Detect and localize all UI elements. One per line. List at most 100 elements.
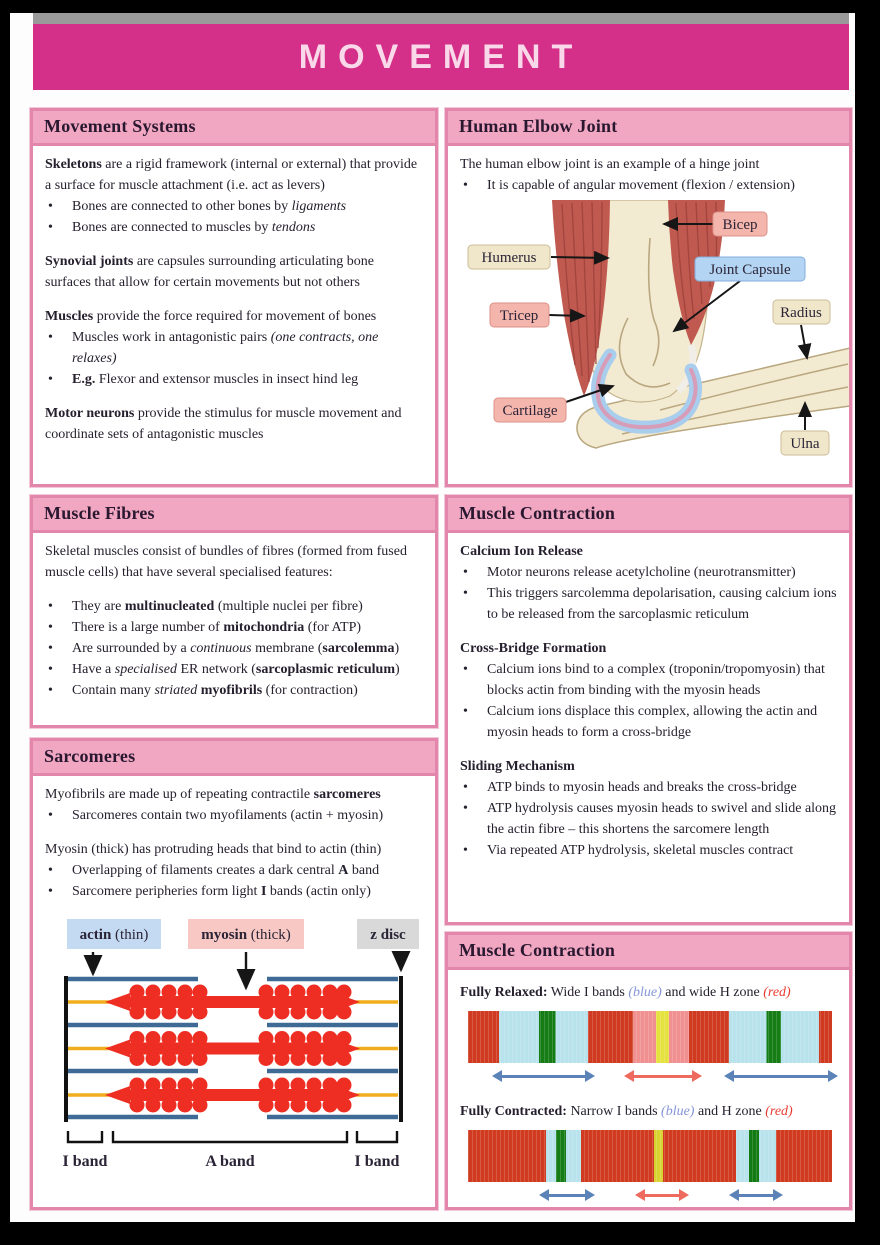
text-segment: Wide I bands [547, 985, 629, 1000]
label-cartilage: Cartilage [493, 397, 567, 423]
panel-header: Human Elbow Joint [448, 111, 849, 146]
sub-heading: Sliding Mechanism [460, 756, 837, 777]
label-humerus: Humerus [467, 244, 551, 270]
bullet-text: ATP hydrolysis causes myosin heads to sw… [487, 798, 837, 840]
bullet-text: Bones are connected to muscles by tendon… [72, 217, 423, 238]
text-segment: Sarcomere peripheries form light [72, 884, 261, 899]
text-segment: Are surrounded by a [72, 641, 191, 656]
bullet-icon: • [463, 565, 468, 580]
bullet-text: Muscles work in antagonistic pairs (one … [72, 327, 423, 369]
myosin-filament [66, 982, 400, 1022]
bullet-text: Bones are connected to other bones by li… [72, 196, 423, 217]
elbow-joint-diagram: Bicep Humerus Joint Capsule Tricep [467, 199, 849, 456]
bullet-text: Contain many striated myofibrils (for co… [72, 680, 423, 701]
bullet-icon: • [463, 704, 468, 719]
bullet-text: Calcium ions displace this complex, allo… [487, 701, 837, 743]
panel-muscle-contraction: Muscle Contraction Calcium Ion Release•M… [445, 495, 852, 925]
bullet-text: Sarcomeres contain two myofilaments (act… [72, 805, 423, 826]
text-segment: and H zone [694, 1104, 766, 1119]
sub-heading: Cross-Bridge Formation [460, 638, 837, 659]
bullet-text: This triggers sarcolemma depolarisation,… [487, 583, 837, 625]
bullet-icon: • [48, 683, 53, 698]
text-segment: This triggers sarcolemma depolarisation,… [487, 586, 837, 622]
text-segment: Bones are connected to muscles by [72, 220, 272, 235]
bullet-text: There is a large number of mitochondria … [72, 617, 423, 638]
elbow-intro-text: The human elbow joint is an example of a… [460, 154, 837, 196]
text-segment: Cross-Bridge Formation [460, 641, 607, 656]
label-joint-capsule: Joint Capsule [694, 256, 806, 282]
text-segment: (blue) [661, 1104, 695, 1119]
panel-title: Movement Systems [44, 116, 196, 136]
text-segment: Via repeated ATP hydrolysis, skeletal mu… [487, 843, 794, 858]
bullet-text: Have a specialised ER network (sarcoplas… [72, 659, 423, 680]
bullet-item: •Calcium ions bind to a complex (troponi… [460, 659, 837, 701]
text-segment: (red) [765, 1104, 793, 1119]
text-segment: band [348, 863, 380, 878]
bullet-icon: • [48, 662, 53, 677]
svg-text:actin (thin): actin (thin) [80, 927, 149, 943]
bullet-icon: • [463, 178, 468, 193]
double-arrow-blue-icon [724, 1070, 838, 1082]
tricep-muscle [552, 200, 610, 396]
bullet-text: Calcium ions bind to a complex (troponin… [487, 659, 837, 701]
bullet-item: •Are surrounded by a continuous membrane… [45, 638, 423, 659]
bullet-item: •ATP binds to myosin heads and breaks th… [460, 777, 837, 798]
text-segment: Bones are connected to other bones by [72, 199, 292, 214]
text-segment: There is a large number of [72, 620, 224, 635]
svg-text:z disc: z disc [370, 927, 406, 943]
bullet-item: • Calcium ions displace this complex, all… [460, 701, 837, 743]
i-band-label-right: I band [355, 1153, 400, 1170]
label-myosin: myosin (thick) [188, 919, 304, 949]
bullet-text: They are multinucleated (multiple nuclei… [72, 596, 423, 617]
panel-title: Human Elbow Joint [459, 116, 618, 136]
text-segment: Myofibrils are made up of repeating cont… [45, 787, 314, 802]
bullet-item: •There is a large number of mitochondria… [45, 617, 423, 638]
bullet-icon: • [48, 372, 53, 387]
relaxed-micrograph [468, 1011, 832, 1063]
text-segment: Flexor and extensor muscles in insect hi… [95, 372, 359, 387]
text-segment: Calcium Ion Release [460, 544, 583, 559]
text-segment: myofibrils [200, 683, 263, 698]
text-segment: They are [72, 599, 125, 614]
text-segment: Overlapping of filaments creates a dark … [72, 863, 339, 878]
bullet-icon: • [48, 884, 53, 899]
text-segment: bands (actin only) [266, 884, 371, 899]
text-segment: (one contracts, one relaxes) [72, 330, 379, 366]
text-segment: Myosin (thick) has protruding heads that… [45, 842, 382, 857]
bullet-text: ATP binds to myosin heads and breaks the… [487, 777, 837, 798]
double-arrow-red-icon [635, 1189, 689, 1201]
label-tricep: Tricep [489, 302, 550, 328]
text-segment: I [260, 884, 267, 899]
bullet-item: • Have a specialised ER network (sarcopla… [45, 659, 423, 680]
bullet-text: Overlapping of filaments creates a dark … [72, 860, 423, 881]
text-segment: Narrow I bands [566, 1104, 662, 1119]
panel-movement-systems: Movement Systems Skeletons are a rigid f… [30, 108, 438, 487]
text-segment: (for contraction) [262, 683, 358, 698]
text-segment: ) [394, 641, 400, 656]
page-title: MOVEMENT [298, 37, 584, 76]
poster-sheet: MOVEMENT Movement Systems Skeletons are … [10, 13, 855, 1222]
panel-muscle-contraction-images: Muscle Contraction Fully Relaxed: Wide I… [445, 932, 852, 1210]
bullet-item: • Contain many striated myofibrils (for c… [45, 680, 423, 701]
panel-title: Muscle Contraction [459, 940, 616, 960]
text-segment: Skeletal muscles consist of bundles of f… [45, 544, 407, 580]
radius-bone-line [659, 363, 849, 411]
panel-header: Muscle Contraction [448, 498, 849, 533]
svg-text:Ulna: Ulna [790, 436, 820, 452]
svg-text:Bicep: Bicep [723, 217, 758, 233]
text-segment: The human elbow joint is an example of a… [460, 157, 760, 172]
banner-top-strip [33, 13, 849, 24]
text-segment: sarcomeres [313, 787, 381, 802]
a-band-label: A band [205, 1153, 254, 1170]
text-segment: membrane ( [251, 641, 323, 656]
bullet-icon: • [48, 863, 53, 878]
text-segment: mitochondria [223, 620, 305, 635]
text-segment: Muscles [45, 309, 94, 324]
panel-sarcomeres: Sarcomeres Myofibrils are made up of rep… [30, 738, 438, 1210]
label-bicep: Bicep [712, 211, 768, 237]
bullet-icon: • [463, 586, 468, 601]
title-banner: MOVEMENT [33, 13, 849, 90]
tricep-arrow [548, 308, 586, 323]
svg-text:Radius: Radius [780, 305, 822, 321]
text-segment: provide the stimulus for muscle movement… [45, 406, 402, 442]
